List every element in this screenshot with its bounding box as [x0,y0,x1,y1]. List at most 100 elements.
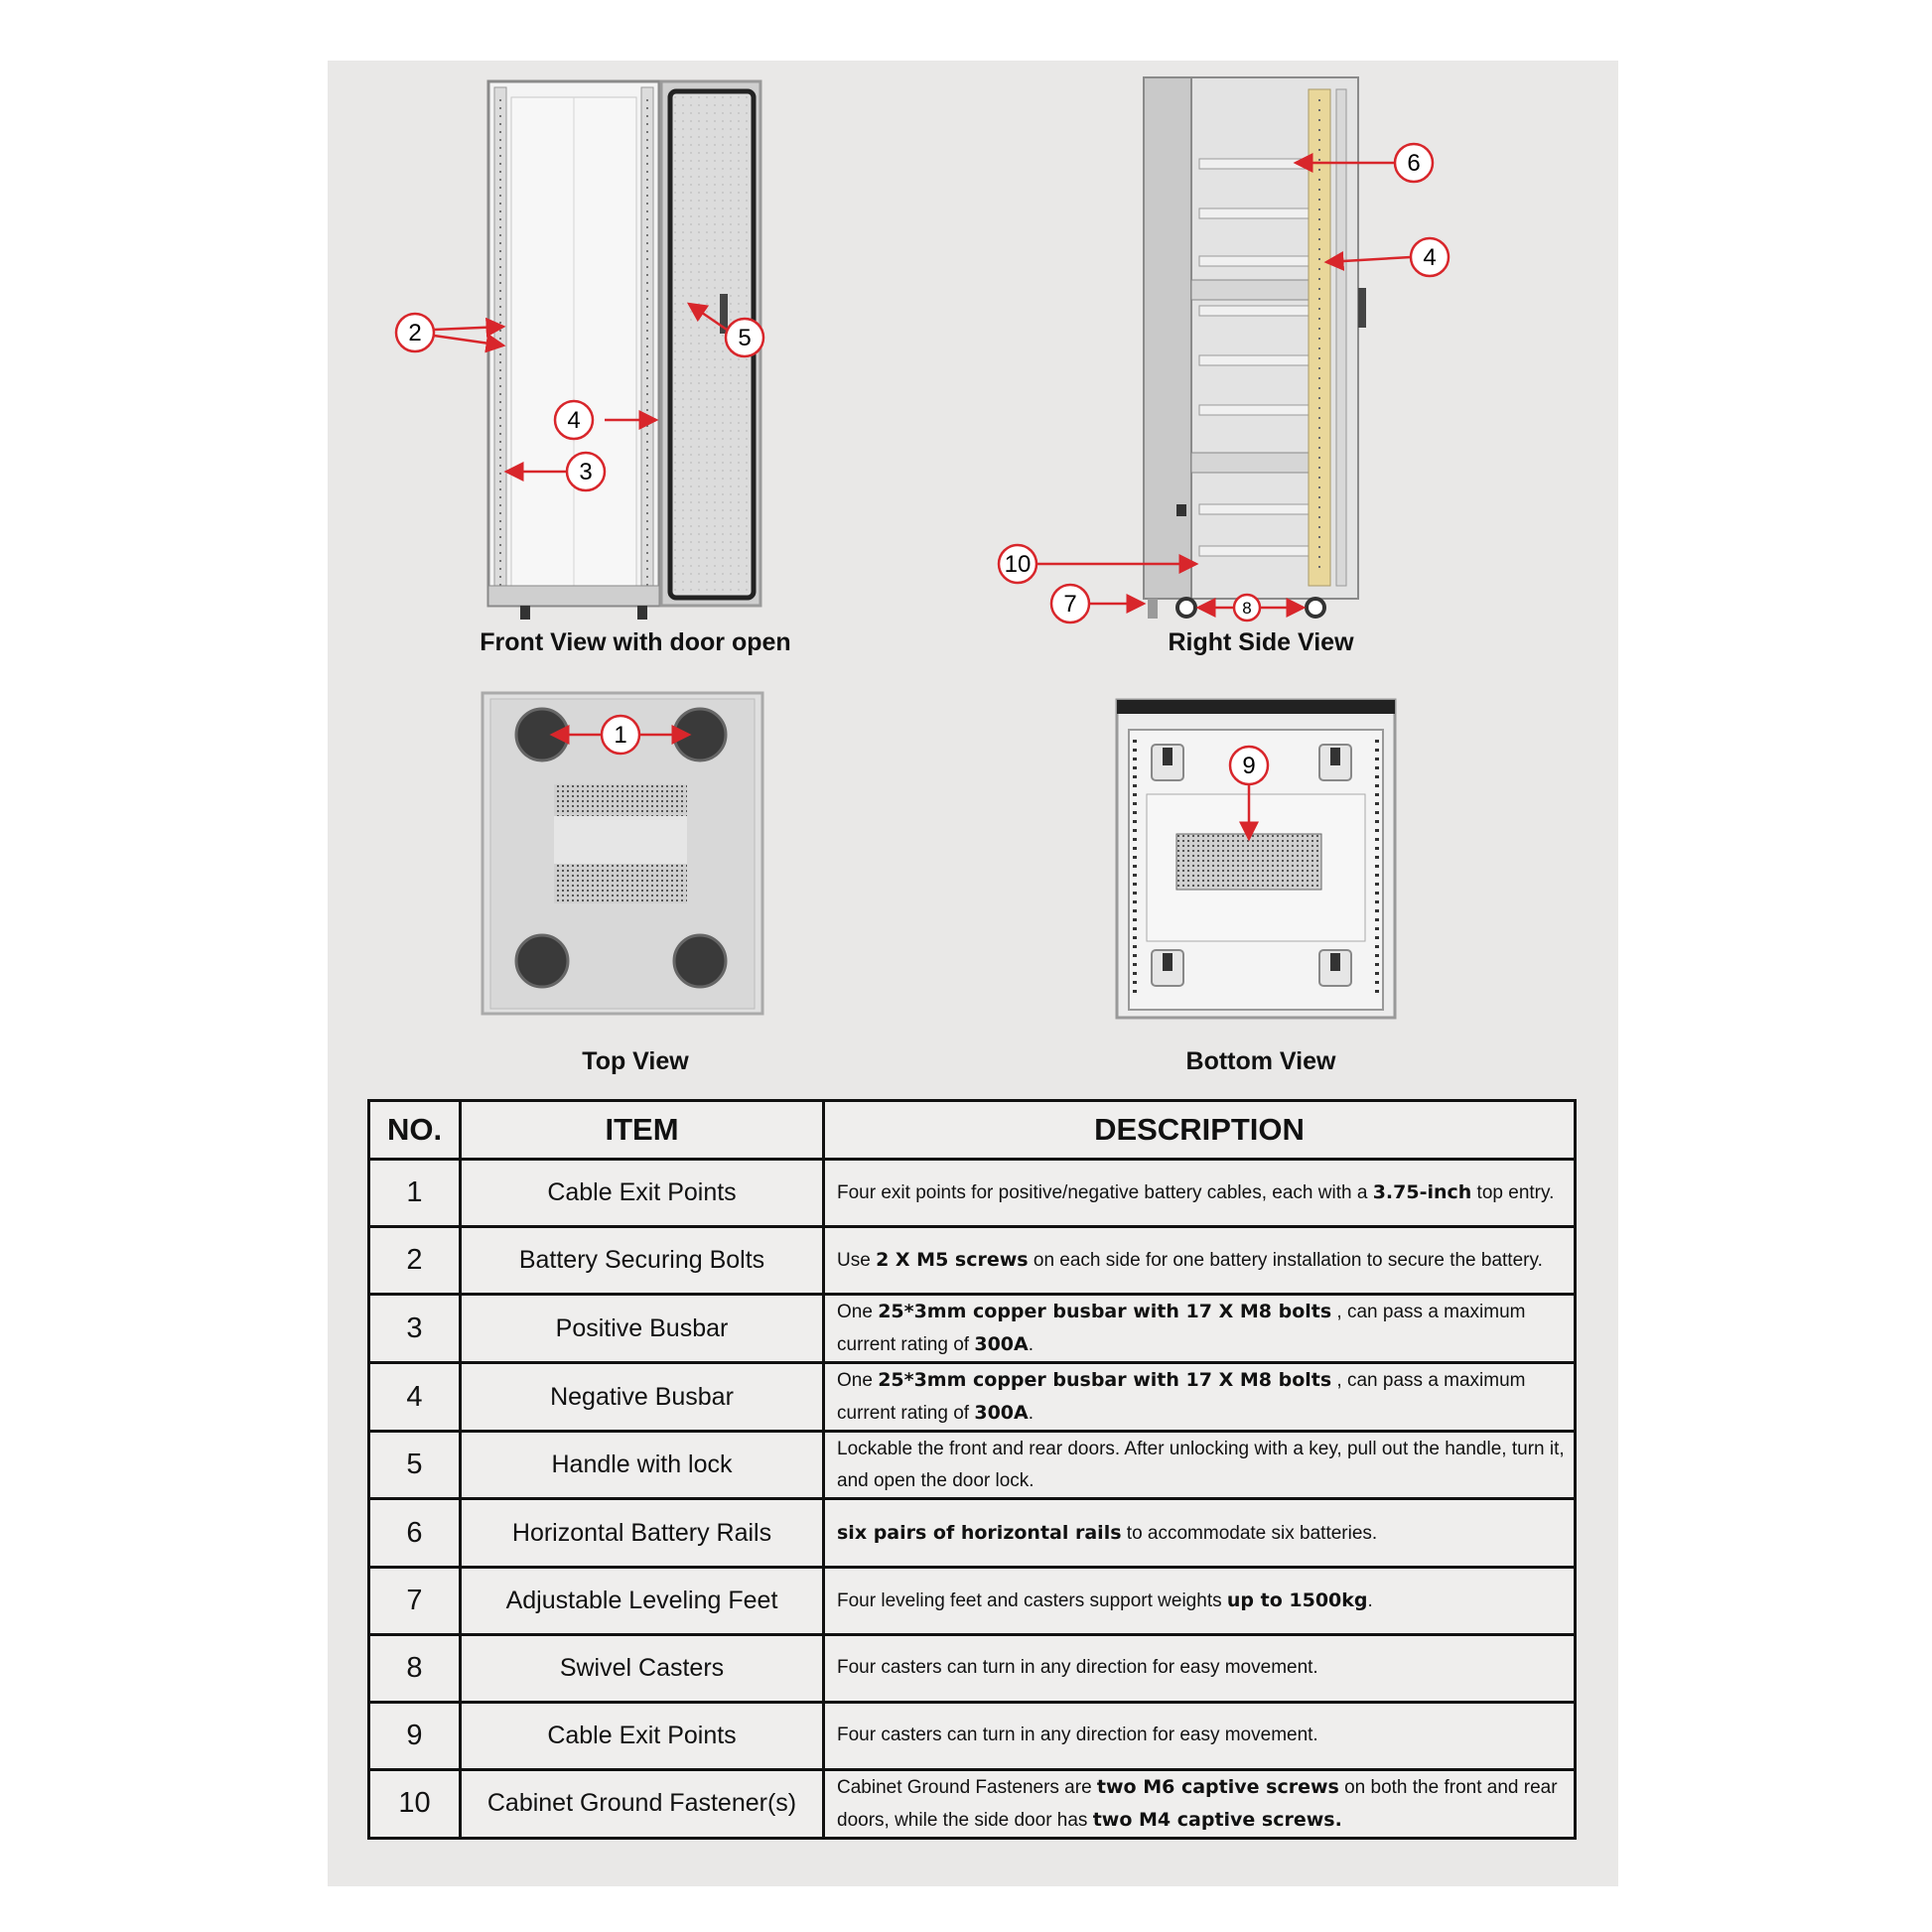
row-description: Four exit points for positive/negative b… [822,1157,1577,1229]
callout-3-label: 3 [579,459,592,485]
right-side-view-drawing: 6 4 10 7 8 [997,76,1450,624]
table-header-row: NO. ITEM DESCRIPTION [367,1099,1577,1161]
callout-4-label: 4 [567,407,580,434]
description-text: on each side for one battery installatio… [1028,1250,1543,1272]
description-text: . [1367,1589,1373,1611]
description-text: Four leveling feet and casters support w… [837,1589,1227,1611]
row-item: Battery Securing Bolts [459,1225,825,1297]
description-text: One [837,1302,879,1323]
header-item: ITEM [459,1099,825,1161]
header-no: NO. [367,1099,462,1161]
callout-6: 6 [1293,142,1435,184]
callout-2-label: 2 [408,320,421,346]
description-text: Use [837,1250,877,1272]
row-number: 9 [367,1700,462,1771]
callout-4-side-label: 4 [1423,244,1436,271]
row-item: Horizontal Battery Rails [459,1497,825,1569]
row-item: Negative Busbar [459,1361,825,1434]
description-text: Cabinet Ground Fasteners are [837,1776,1097,1798]
row-number: 3 [367,1293,462,1365]
description-emphasis: six pairs of horizontal rails [837,1521,1122,1544]
callout-1: 1 [549,714,692,756]
callout-2: 2 [394,312,506,353]
row-description: Four leveling feet and casters support w… [822,1565,1577,1636]
description-emphasis: two M4 captive screws. [1092,1808,1342,1831]
front-view-drawing: 2 5 4 3 [394,79,765,620]
row-description: One 25*3mm copper busbar with 17 X M8 bo… [822,1293,1577,1365]
description-emphasis: 3.75-inch [1372,1181,1472,1204]
callout-9: 9 [1228,745,1270,842]
bottom-view-caption: Bottom View [1185,1047,1336,1075]
callout-9-label: 9 [1242,753,1255,779]
front-view-caption: Front View with door open [480,628,791,656]
description-text: Four casters can turn in any direction f… [837,1657,1318,1679]
row-item: Cable Exit Points [459,1700,825,1771]
row-description: One 25*3mm copper busbar with 17 X M8 bo… [822,1361,1577,1434]
row-number: 5 [367,1430,462,1501]
description-emphasis: 25*3mm copper busbar with 17 X M8 bolts [878,1301,1332,1323]
row-item: Positive Busbar [459,1293,825,1365]
description-emphasis: 2 X M5 screws [876,1249,1029,1272]
row-number: 2 [367,1225,462,1297]
row-number: 10 [367,1767,462,1841]
description-text: Four casters can turn in any direction f… [837,1725,1318,1746]
description-text: One [837,1370,879,1392]
description-emphasis: 25*3mm copper busbar with 17 X M8 bolts [878,1369,1332,1392]
description-emphasis: up to 1500kg [1226,1588,1368,1611]
header-description: DESCRIPTION [822,1099,1577,1161]
row-number: 7 [367,1565,462,1636]
top-view-drawing: 1 [481,691,764,1016]
callout-4-side: 4 [1323,236,1450,278]
callout-4: 4 [553,399,659,441]
description-text: . [1028,1334,1034,1356]
description-emphasis: 300A [974,1333,1029,1356]
row-item: Swivel Casters [459,1632,825,1704]
callout-3: 3 [503,451,607,492]
row-item: Handle with lock [459,1430,825,1501]
row-description: Use 2 X M5 screws on each side for one b… [822,1225,1577,1297]
callout-5-label: 5 [738,325,751,351]
callout-6-label: 6 [1407,150,1420,177]
callout-8-label: 8 [1242,599,1251,618]
description-text: . [1028,1403,1034,1425]
row-description: Four casters can turn in any direction f… [822,1632,1577,1704]
callout-1-label: 1 [614,722,626,749]
bottom-view-drawing: 9 [1115,698,1397,1020]
description-text: , can pass a maximum current rating of [837,1370,1526,1425]
callout-8: 8 [1195,593,1307,622]
row-item: Adjustable Leveling Feet [459,1565,825,1636]
description-text: on both the front and rear doors, while … [837,1776,1558,1831]
row-number: 6 [367,1497,462,1569]
row-number: 4 [367,1361,462,1434]
row-item: Cable Exit Points [459,1157,825,1229]
callout-7: 7 [1049,583,1147,624]
callout-10-label: 10 [1005,551,1032,578]
right-side-view-caption: Right Side View [1168,628,1354,656]
callout-7-label: 7 [1063,591,1076,618]
row-description: Four casters can turn in any direction f… [822,1700,1577,1771]
callout-5: 5 [686,302,765,358]
row-number: 1 [367,1157,462,1229]
row-description: Lockable the front and rear doors. After… [822,1430,1577,1501]
description-text: , can pass a maximum current rating of [837,1302,1526,1356]
description-text: to accommodate six batteries. [1121,1522,1378,1544]
top-view-caption: Top View [582,1047,689,1075]
description-text: top entry. [1471,1182,1555,1204]
description-text: Lockable the front and rear doors. After… [837,1438,1565,1491]
row-description: six pairs of horizontal rails to accommo… [822,1497,1577,1569]
description-emphasis: 300A [974,1402,1029,1425]
description-emphasis: two M6 captive screws [1096,1775,1339,1798]
callout-10: 10 [997,543,1199,585]
